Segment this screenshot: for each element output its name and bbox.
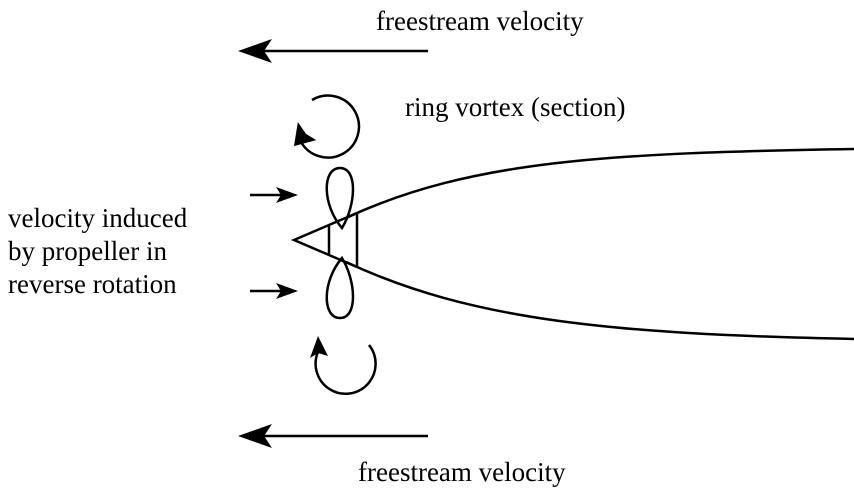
propeller-blades (325, 166, 355, 320)
ring-vortex-bottom-arrow (310, 336, 377, 396)
induced-velocity-label-line-2: by propeller in (8, 236, 167, 266)
freestream-arrow-top (238, 39, 428, 63)
freestream-velocity-label-top: freestream velocity (376, 6, 584, 36)
propeller-hub (290, 211, 359, 269)
induced-velocity-label-line-3: reverse rotation (8, 269, 177, 299)
freestream-arrow-bottom (238, 424, 428, 448)
induced-velocity-label: velocity induced by propeller in reverse… (8, 202, 187, 301)
freestream-velocity-label-bottom: freestream velocity (358, 457, 566, 487)
ring-vortex-top-arrow (293, 94, 361, 159)
induced-velocity-arrow-lower (250, 283, 298, 299)
induced-velocity-arrow-upper (250, 187, 298, 203)
induced-velocity-label-line-1: velocity induced (8, 203, 188, 233)
ring-vortex-label: ring vortex (section) (405, 92, 626, 122)
ship-hull (345, 147, 854, 341)
